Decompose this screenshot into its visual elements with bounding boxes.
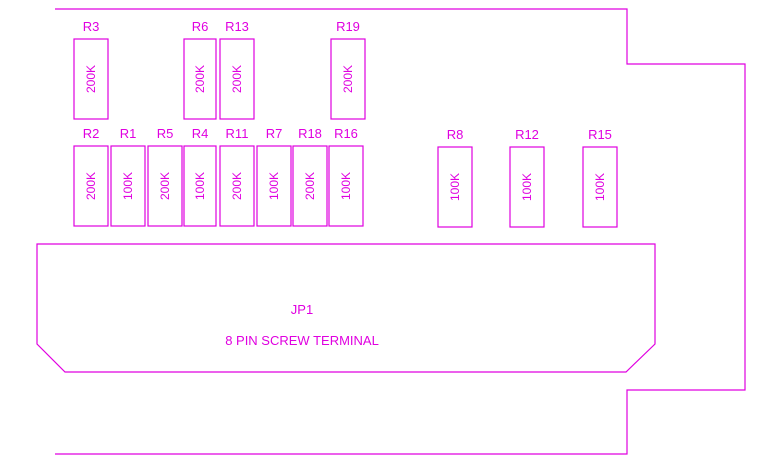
resistor-r13: R13 200K [219,19,255,120]
resistor-ref-label: R5 [157,126,174,141]
resistor-r8: R8 100K [437,127,473,228]
resistor-value-label: 200K [341,65,355,93]
resistor-value-label: 100K [193,172,207,200]
resistor-value-label: 100K [121,172,135,200]
resistor-ref-label: R8 [447,127,464,142]
resistor-ref-label: R3 [83,19,100,34]
resistor-value-label: 200K [193,65,207,93]
resistor-footprint [437,146,473,228]
resistor-ref-label: R2 [83,126,100,141]
resistor-footprint [330,38,366,120]
resistor-ref-label: R12 [515,127,539,142]
resistor-r7: R7 100K [256,126,292,227]
resistor-footprint [73,145,109,227]
resistor-r16: R16 100K [328,126,364,227]
resistor-value-label: 200K [230,65,244,93]
resistor-value-label: 200K [84,172,98,200]
resistor-r5: R5 200K [147,126,183,227]
resistor-r1: R1 100K [110,126,146,227]
resistor-r6: R6 200K [183,19,217,120]
resistor-r2: R2 200K [73,126,109,227]
resistor-ref-label: R15 [588,127,612,142]
resistor-footprint [110,145,146,227]
resistor-footprint [582,146,618,228]
connector-jp1-outline [36,243,656,373]
resistor-footprint [183,145,217,227]
resistor-value-label: 100K [339,172,353,200]
resistor-ref-label: R19 [336,19,360,34]
resistor-ref-label: R7 [266,126,283,141]
resistor-footprint [509,146,545,228]
resistor-value-label: 100K [520,173,534,201]
resistor-footprint [328,145,364,227]
resistor-group: R3 200K R6 200K R13 200K R19 200K R2 200K R1 100K R5… [73,19,618,228]
resistor-ref-label: R4 [192,126,209,141]
resistor-r12: R12 100K [509,127,545,228]
resistor-r11: R11 200K [219,126,255,227]
resistor-ref-label: R18 [298,126,322,141]
resistor-footprint [219,145,255,227]
resistor-footprint [292,145,328,227]
connector-description: 8 PIN SCREW TERMINAL [225,333,379,348]
resistor-value-label: 100K [593,173,607,201]
resistor-footprint [256,145,292,227]
resistor-r3: R3 200K [73,19,109,120]
resistor-value-label: 200K [84,65,98,93]
resistor-value-label: 100K [267,172,281,200]
resistor-footprint [147,145,183,227]
resistor-r19: R19 200K [330,19,366,120]
resistor-ref-label: R6 [192,19,209,34]
resistor-footprint [219,38,255,120]
resistor-footprint [73,38,109,120]
resistor-ref-label: R16 [334,126,358,141]
connector-ref: JP1 [291,302,313,317]
resistor-value-label: 200K [303,172,317,200]
resistor-ref-label: R11 [226,126,249,141]
resistor-r15: R15 100K [582,127,618,228]
resistor-value-label: 200K [158,172,172,200]
resistor-r18: R18 200K [292,126,328,227]
board-outline [55,8,746,455]
resistor-footprint [183,38,217,120]
resistor-value-label: 100K [448,173,462,201]
resistor-ref-label: R1 [120,126,137,141]
resistor-r4: R4 100K [183,126,217,227]
resistor-value-label: 200K [230,172,244,200]
resistor-ref-label: R13 [225,19,249,34]
